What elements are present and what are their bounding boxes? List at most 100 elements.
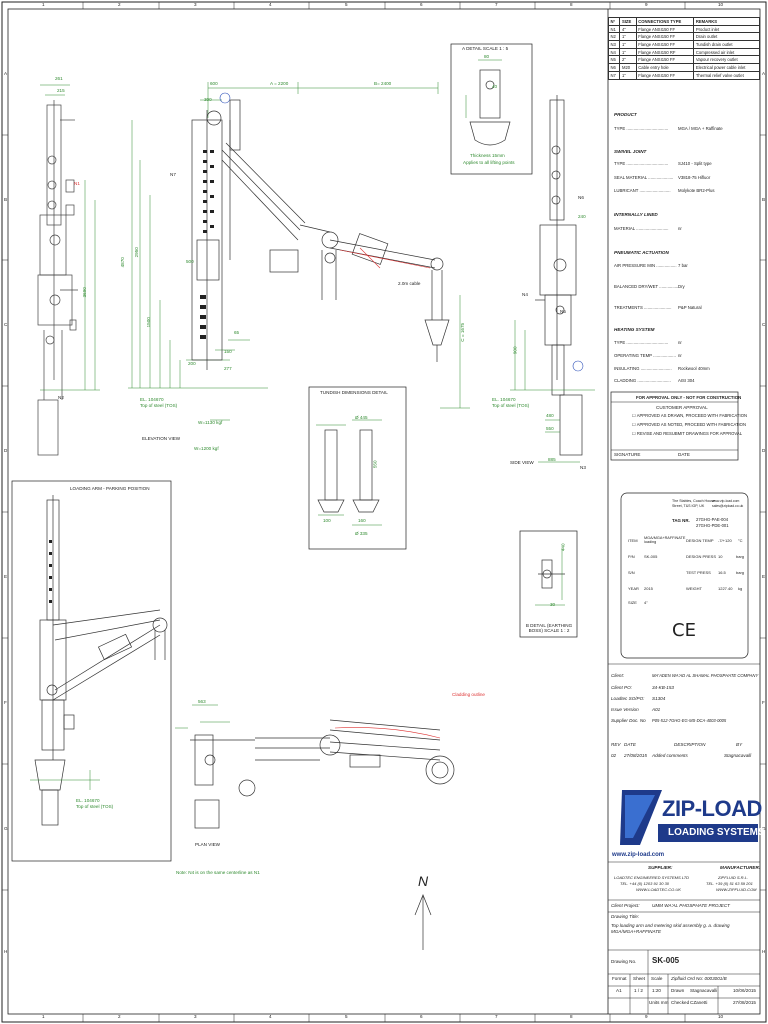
dim-550-tundish: 550 — [372, 460, 378, 469]
client-po-label: Client PO: — [611, 685, 632, 690]
balanced-value: Dry — [678, 284, 685, 289]
treatments-label: TREATMENTS ....................... — [614, 305, 672, 310]
tos-elevation-2: Top of steel (TOS) — [140, 403, 178, 408]
year-label: YEAR — [628, 586, 639, 591]
swivel-type-value: SJ410 - Split type — [678, 161, 712, 166]
row-label-f: F — [4, 700, 7, 705]
table-cell: N3 — [607, 40, 621, 49]
pn-label: P/N — [628, 554, 635, 559]
issue-value: A01 — [652, 707, 661, 712]
lined-value: nr — [678, 226, 682, 231]
table-header-row: N° SIZE CONNECTIONS TYPE REMARKS — [607, 17, 760, 26]
table-cell: Vapour recovery outlet — [693, 55, 760, 65]
approval-option-2[interactable]: ☐ APPROVED AS NOTED, PROCEED WITH FABRIC… — [632, 422, 746, 427]
rev-header-description: DESCRIPTION — [674, 742, 706, 747]
client-project-label: Client Project: — [611, 903, 640, 908]
rev-row-rev: 02 — [611, 753, 617, 758]
row-label-a: A — [4, 71, 8, 76]
table-cell: Flange ANSI150 FF — [635, 55, 695, 65]
heating-type-label: TYPE ................................... — [614, 340, 669, 345]
dim-885: 885 — [548, 457, 556, 462]
design-temp-unit: °C — [738, 538, 743, 543]
item-label: ITEM — [628, 538, 638, 543]
dim-160: 160 — [358, 518, 366, 523]
table-cell: N2 — [607, 32, 621, 42]
sheet-label: Sheet — [633, 976, 646, 981]
format-value: A1 — [616, 988, 622, 993]
format-label: Format — [612, 976, 627, 981]
dim-480: 480 — [546, 413, 554, 418]
col-label-3-bottom: 3 — [194, 1014, 197, 1019]
approval-option-3[interactable]: ☐ REVISE AND RESUBMIT DRAWINGS FOR APPRO… — [632, 431, 743, 436]
supplier-doc-label: Supplier Doc. No — [611, 718, 646, 723]
dim-335: Ø 335 — [355, 531, 368, 536]
supplier-doc-value: P05-512-7GHG-EG-MS-DCA-4003-0005 — [652, 718, 727, 723]
dim-a-2200: A = 2200 — [270, 81, 289, 86]
insulating-label: INSULATING .......................... — [614, 366, 672, 371]
lube-label: LUBRICANT .......................... — [614, 188, 671, 193]
approval-option-1[interactable]: ☐ APPROVED AS DRAWN, PROCEED WITH FABRIC… — [632, 413, 747, 418]
rev-header-by: BY — [736, 742, 743, 747]
design-press-value: 10 — [718, 554, 723, 559]
detail-b-label: B DETAIL (EARTHING BOSS) SCALE 1 : 2 — [525, 623, 573, 633]
table-cell: Flange ANSI150 FF — [635, 24, 695, 34]
dim-600: 600 — [210, 81, 218, 86]
units-label: Units mm — [649, 1000, 669, 1005]
tos-elevation-1: EL. 104670 — [140, 397, 164, 402]
approval-option-2-label: APPROVED AS NOTED, PROCEED WITH FABRICAT… — [636, 422, 746, 427]
nameplate-email: sales@zipload.co.uk — [712, 504, 744, 508]
dim-2950: 2950 — [133, 247, 139, 258]
nameplate-address-1: The Stables, Coach House — [672, 499, 715, 503]
col-label-4-bottom: 4 — [269, 1014, 272, 1019]
client-label: Client: — [611, 673, 625, 678]
n4-centerline-note: Note: N4 is on the same centerline as N1 — [176, 870, 260, 875]
zipload-logo-web: www.zip-load.com — [612, 852, 665, 858]
tos-parking-2: Top of steel (TOS) — [76, 804, 114, 809]
op-temp-value: nr — [678, 353, 682, 358]
table-cell: Compressed air inlet — [693, 47, 760, 57]
table-cell: Drain outlet — [693, 32, 760, 42]
nozzle-n5-label: N5 — [560, 309, 566, 314]
table-cell: Tundish drain outlet — [693, 40, 760, 49]
product-type-label: TYPE ................................... — [614, 126, 669, 131]
table-cell: 2" — [619, 55, 637, 65]
tag-label: TAG NR. — [672, 518, 690, 523]
weight-label-2: W=1200 kgf — [194, 446, 219, 451]
table-cell: 1" — [619, 70, 637, 80]
rev-header-rev: REV — [611, 742, 621, 747]
table-cell: N1 — [607, 24, 621, 34]
col-label-9-bottom: 9 — [645, 1014, 648, 1019]
col-header: SIZE — [619, 17, 637, 26]
drawing-title-line-2: MGA/MGA+RAFFINATE — [611, 929, 662, 934]
row-label-g-right: G — [762, 826, 766, 831]
dim-900: 900 — [512, 346, 518, 355]
col-label-9: 9 — [645, 2, 648, 7]
row-label-c-right: C — [762, 322, 766, 327]
col-label-1-bottom: 1 — [42, 1014, 45, 1019]
dim-277: 277 — [224, 366, 232, 371]
design-temp-value: -7/+120 — [718, 538, 732, 543]
dim-3690: 3690 — [81, 287, 87, 298]
design-press-label: DESIGN PRESS — [686, 554, 717, 559]
treatments-value: P&P Natural — [678, 305, 702, 310]
loadtec-so-label: Loadtec SO/PO: — [611, 696, 645, 701]
rev-header-date: DATE — [624, 742, 636, 747]
dim-80: 80 — [484, 54, 490, 59]
drawing-title-label: Drawing Title: — [611, 914, 640, 919]
dim-65: 65 — [234, 330, 240, 335]
supplier-web: WWW.LOADTEC.CO.UK — [636, 887, 681, 892]
checked-by: CZanetti — [690, 1000, 708, 1005]
dim-240: 240 — [578, 214, 586, 219]
manufacturer-tel: TEL. +39 (0) 51 63 59 201 — [706, 881, 753, 886]
row-label-e-right: E — [762, 574, 766, 579]
test-press-label: TEST PRESS — [686, 570, 711, 575]
row-label-g: G — [4, 826, 8, 831]
drawn-by: Stagnacavalli — [690, 988, 718, 993]
nozzle-n2-label: N2 — [58, 395, 64, 400]
row-label-a-right: A — [762, 71, 766, 76]
drawing-no-label: Drawing No. — [611, 959, 637, 964]
row-label-b: B — [4, 197, 8, 202]
weight-value: 1227.40 — [718, 586, 733, 591]
